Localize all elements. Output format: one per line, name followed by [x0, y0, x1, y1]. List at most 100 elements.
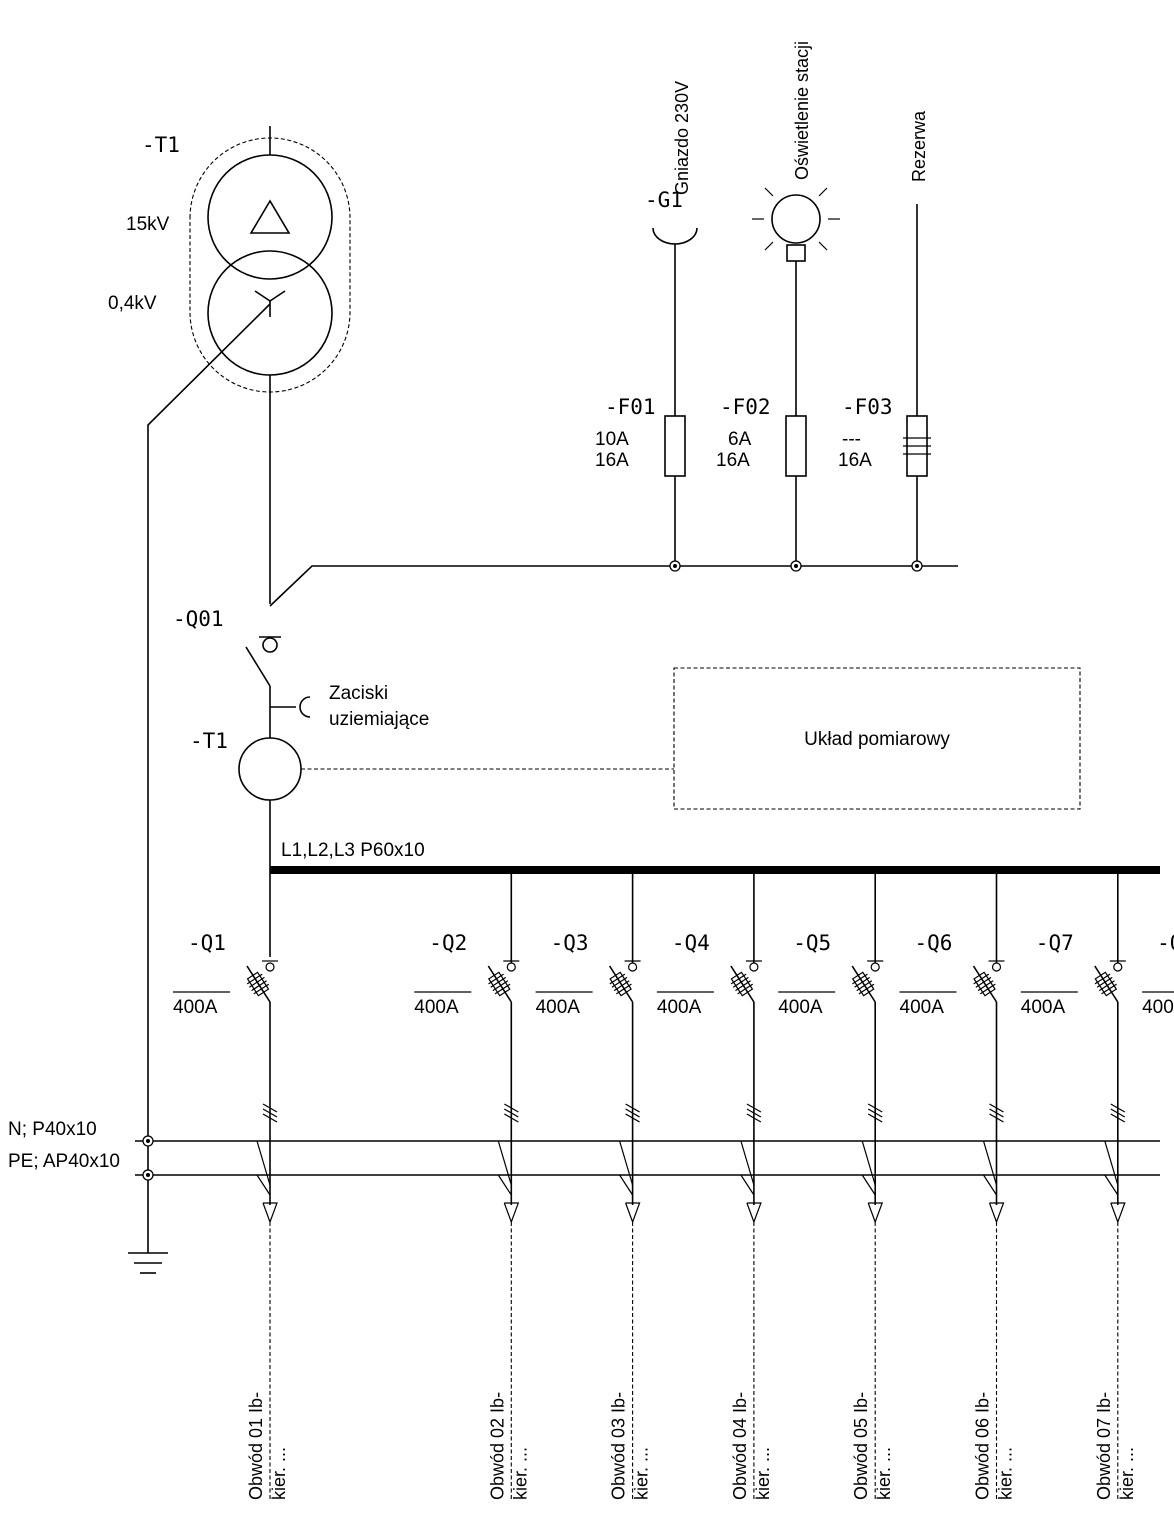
transformer: -T1 15kV 0,4kV — [108, 126, 351, 1253]
feeder-label: -Q3 — [551, 931, 589, 955]
phase-mark — [625, 1108, 640, 1118]
phase-mark — [1110, 1113, 1126, 1123]
cable-arrow-icon — [262, 1202, 278, 1224]
feeder-rating: 400A — [778, 997, 823, 1018]
socket-icon — [652, 227, 698, 245]
switch-contact-icon — [262, 637, 278, 653]
cable-arrow-icon — [1110, 1202, 1126, 1224]
fuse-rating-2: 16A — [716, 450, 750, 471]
phase-mark — [989, 1113, 1004, 1123]
phase-mark — [504, 1108, 519, 1118]
pe-link — [256, 1174, 271, 1196]
fuse-rating-1: 6A — [728, 429, 752, 450]
switch-blade — [608, 965, 634, 1003]
neutral-busbar-label: N; P40x10 — [8, 1119, 97, 1140]
feeder-circuit-name: Obwód 03 Ib- — [609, 1392, 629, 1500]
phase-mark — [1110, 1103, 1126, 1113]
neutral-link — [256, 1140, 271, 1186]
feeder-circuit-name: Obwód 07 Ib- — [1094, 1392, 1114, 1500]
feeder-circuit-name: Obwód 04 Ib- — [730, 1392, 750, 1500]
phase-mark — [625, 1103, 640, 1113]
fuse-label: -F02 — [720, 395, 771, 419]
switch-blade — [972, 965, 998, 1003]
fuse-icon — [609, 971, 632, 997]
metering-label: Układ pomiarowy — [804, 729, 950, 750]
phase-mark — [504, 1113, 519, 1123]
earthing-label-2: uziemiające — [329, 709, 429, 730]
cable-arrow-icon — [503, 1202, 520, 1224]
feeder-label: -Q8 — [1157, 931, 1174, 955]
feeder-rating: 400A — [173, 997, 218, 1018]
cable-arrow-icon — [867, 1202, 884, 1224]
ct-label: -T1 — [190, 729, 228, 753]
switch-contact-icon — [1113, 962, 1123, 972]
feeder-direction: kier. ... — [1117, 1447, 1137, 1500]
aux-circuit-lighting: Oświetlenie stacji -F02 6A 16A — [716, 41, 840, 572]
earth-icon — [128, 1252, 168, 1274]
switch-blade — [1094, 965, 1119, 1003]
feeder-direction: kier. ... — [510, 1447, 530, 1500]
switch-blade — [851, 965, 876, 1003]
fuse-icon — [246, 971, 270, 997]
feeder-label: -Q4 — [672, 931, 710, 955]
switch-blade — [487, 965, 512, 1003]
phase-mark — [504, 1103, 519, 1113]
aux-supply-rail — [269, 565, 958, 607]
aux-circuit-socket: Gniazdo 230V -G1 -F01 10A 16A — [595, 81, 698, 572]
feeder-rating: 400A — [1142, 997, 1174, 1018]
feeder-label: -Q5 — [793, 931, 831, 955]
main-switch: -Q01 Zaciski uziemiające — [173, 607, 429, 738]
delta-symbol — [249, 199, 291, 234]
neutral-link — [1104, 1140, 1119, 1186]
phase-mark — [1110, 1108, 1126, 1118]
earthing-terminal-icon — [299, 696, 311, 718]
socket-label: -G1 — [645, 188, 683, 212]
fuse-rating-2: 16A — [838, 450, 872, 471]
fuse-label: -F03 — [842, 395, 893, 419]
current-transformer: -T1 — [190, 729, 674, 870]
phase-busbar-label: L1,L2,L3 P60x10 — [281, 840, 425, 861]
secondary-voltage: 0,4kV — [108, 293, 157, 314]
feeder-direction: kier. ... — [874, 1447, 894, 1500]
transformer-primary-winding — [207, 154, 333, 280]
phase-mark — [989, 1103, 1004, 1113]
feeder-direction: kier. ... — [269, 1447, 289, 1500]
fuse-icon — [785, 415, 807, 477]
fuse-icon — [487, 971, 511, 997]
phase-mark — [746, 1103, 762, 1113]
phase-mark — [262, 1108, 278, 1118]
aux-circuit-name: Gniazdo 230V — [672, 81, 692, 195]
neutral-link — [740, 1140, 755, 1186]
fuse-icon — [664, 415, 686, 477]
switch-contact-icon — [265, 962, 275, 972]
switch-contact-icon — [870, 962, 880, 972]
feeder-direction: kier. ... — [632, 1447, 652, 1500]
lamp-base — [786, 244, 806, 262]
transformer-label: -T1 — [142, 133, 180, 157]
feeder-direction: kier. ... — [996, 1447, 1016, 1500]
transformer-enclosure — [189, 137, 351, 393]
pe-link — [497, 1174, 512, 1196]
feeder-rating: 400A — [657, 997, 702, 1018]
switch-blade — [730, 965, 755, 1003]
pe-link — [740, 1174, 755, 1196]
fuse-icon — [1094, 971, 1118, 997]
feeder-circuit-name: Obwód 06 Ib- — [973, 1392, 993, 1500]
lamp-rays — [752, 187, 840, 251]
switch-contact-icon — [749, 962, 759, 972]
neutral-link — [982, 1140, 998, 1186]
star-symbol-right — [269, 290, 286, 302]
metering-box: Układ pomiarowy — [673, 667, 1081, 810]
feeder-label: -Q6 — [915, 931, 953, 955]
phase-mark — [262, 1103, 278, 1113]
phase-mark — [746, 1113, 762, 1123]
feeder-circuit-name: Obwód 02 Ib- — [487, 1392, 507, 1500]
neutral-earth-conductor — [147, 303, 271, 1253]
switch-contact-icon — [991, 962, 1002, 972]
switch-contact-icon — [506, 962, 516, 972]
fuse-icon — [730, 971, 754, 997]
feeder-circuit-name: Obwód 01 Ib- — [246, 1392, 266, 1500]
aux-circuit-spare: Rezerwa -F03 --- 16A — [838, 110, 931, 572]
feeder-rating: 400A — [536, 997, 581, 1018]
